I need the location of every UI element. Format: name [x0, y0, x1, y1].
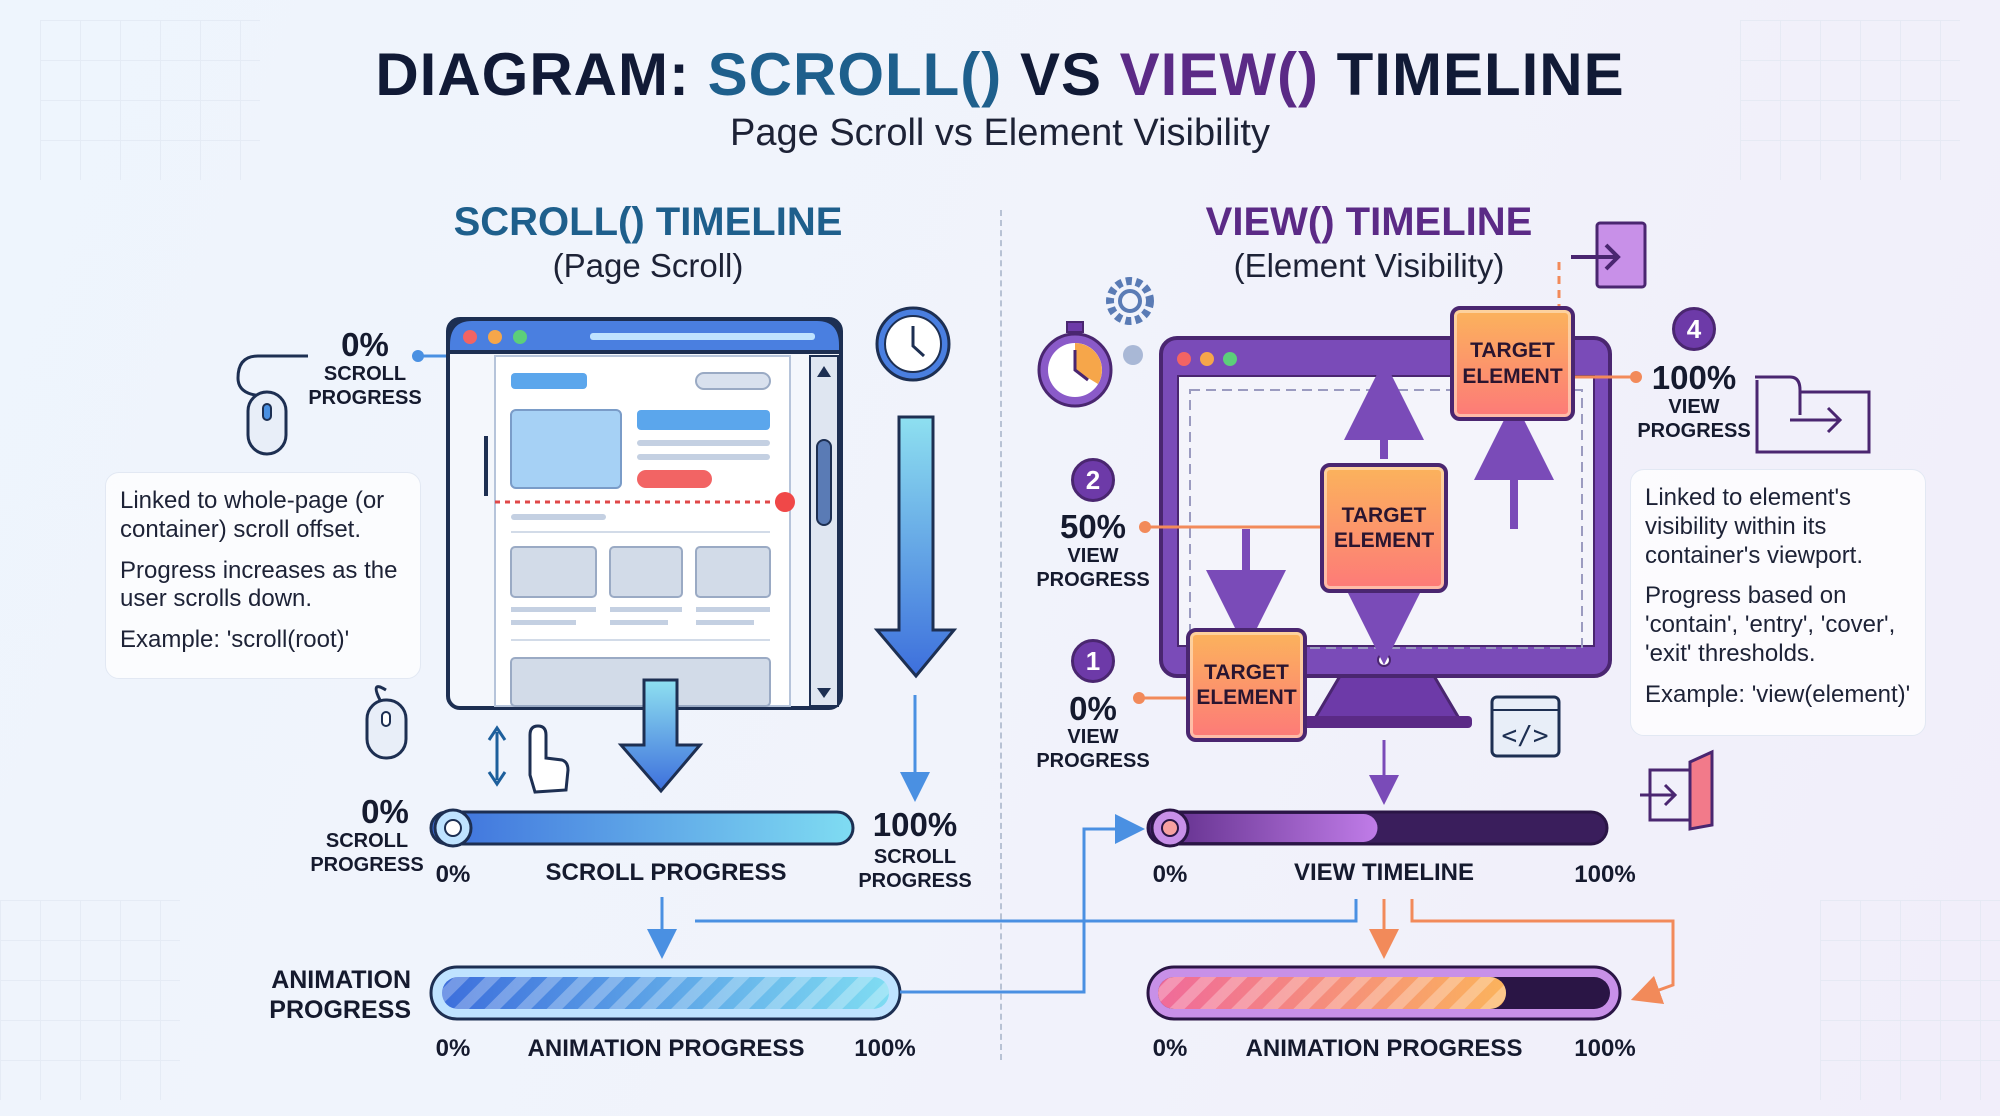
enter-icon: [1571, 221, 1647, 289]
view-info-box: Linked to element's visibility within it…: [1630, 469, 1926, 736]
anim-scroll-end: 100%: [854, 1035, 916, 1062]
mouse-icon: [236, 354, 308, 456]
label-line: PROGRESS: [858, 870, 972, 892]
info-line: Linked to element's visibility within it…: [1645, 484, 1864, 569]
step-badge-4: 4: [1672, 307, 1716, 351]
scroll-info-box: Linked to whole-page (or container) scro…: [105, 472, 421, 679]
top-scroll-value: 0%: [341, 326, 389, 363]
anim-view-end: 100%: [1574, 1035, 1636, 1062]
title-suffix: TIMELINE: [1318, 41, 1625, 108]
label-line: ELEMENT: [1333, 529, 1435, 552]
label-line: SCROLL: [323, 363, 407, 385]
view-axis-label: VIEW TIMELINE: [1294, 859, 1474, 886]
label-line: PROGRESS: [310, 854, 424, 876]
scroll-axis-label: SCROLL PROGRESS: [545, 859, 787, 886]
gear-icon: [1106, 277, 1154, 365]
step-badge-1: 1: [1071, 639, 1115, 683]
view-axis-end: 100%: [1574, 861, 1636, 888]
scroll-progress-bar: [429, 810, 855, 846]
label-line: TARGET: [1470, 339, 1555, 363]
decor-grid: [1740, 20, 1960, 180]
scroll-subheading: (Page Scroll): [552, 247, 744, 284]
bar-end-value: 100%: [872, 806, 958, 843]
step-badge-2: 2: [1071, 458, 1115, 502]
title-vs: VS: [1002, 41, 1120, 108]
step-2-value: 50%: [1059, 508, 1127, 545]
decor-grid: [0, 900, 180, 1100]
scroll-axis-start: 0%: [435, 861, 471, 888]
exit-icon: [1755, 375, 1871, 454]
code-icon: </>: [1490, 695, 1561, 758]
label-line: PROGRESS: [1637, 420, 1751, 442]
decor-grid: [1820, 900, 2000, 1100]
label-line: ANIMATION: [271, 966, 411, 994]
view-heading: VIEW() TIMELINE: [1205, 200, 1533, 244]
browser-window-illustration: [446, 317, 843, 710]
page-subtitle: Page Scroll vs Element Visibility: [730, 112, 1270, 154]
label-line: VIEW: [1668, 396, 1720, 418]
label-line: VIEW: [1067, 726, 1119, 748]
anim-scroll-label: ANIMATION PROGRESS: [527, 1035, 805, 1062]
label-line: SCROLL: [873, 846, 957, 868]
title-scroll: SCROLL(): [707, 41, 1003, 108]
anim-scroll-start: 0%: [435, 1035, 471, 1062]
mouse-icon: [365, 685, 408, 760]
connector-line: [900, 814, 1145, 994]
enter-door-icon: [1640, 749, 1714, 831]
label-line: ELEMENT: [1462, 364, 1563, 388]
decor-grid: [40, 20, 260, 180]
label-line: PROGRESS: [1036, 750, 1150, 772]
info-line: Example: 'scroll(root)': [120, 626, 350, 654]
bar-start-value: 0%: [361, 793, 409, 830]
clock-icon: [875, 306, 951, 382]
step-1-value: 0%: [1069, 690, 1117, 727]
stopwatch-icon: [1037, 321, 1113, 408]
title-prefix: DIAGRAM:: [375, 41, 708, 108]
anim-view-start: 0%: [1152, 1035, 1188, 1062]
label-line: PROGRESS: [269, 996, 411, 1024]
view-timeline-fill: [1150, 814, 1378, 842]
info-line: Example: 'view(element)': [1645, 680, 1911, 708]
label-line: PROGRESS: [1036, 569, 1150, 591]
anim-view-label: ANIMATION PROGRESS: [1245, 1035, 1523, 1062]
info-line: Progress increases as the user scrolls d…: [120, 556, 398, 613]
label-line: TARGET: [1204, 660, 1289, 684]
label-line: PROGRESS: [308, 387, 422, 409]
label-line: TARGET: [1341, 503, 1427, 527]
info-line: Progress based on 'contain', 'entry', 'c…: [1645, 582, 1896, 667]
divider: [1000, 210, 1002, 1060]
view-axis-start: 0%: [1152, 861, 1188, 888]
view-subheading: (Element Visibility): [1233, 247, 1505, 284]
down-arrow: [617, 678, 704, 794]
scroll-hand-icon: [487, 724, 570, 794]
connector-line: [695, 899, 1358, 923]
title-view: VIEW(): [1119, 41, 1319, 108]
step-4-value: 100%: [1651, 359, 1737, 396]
page-title: DIAGRAM: SCROLL() VS VIEW() TIMELINE: [375, 40, 1624, 109]
svg-text:</>: </>: [1502, 721, 1549, 751]
label-line: ELEMENT: [1196, 686, 1297, 709]
label-line: SCROLL: [325, 830, 409, 852]
info-line: Linked to whole-page (or container) scro…: [120, 487, 385, 543]
big-down-arrow: [873, 415, 958, 679]
label-line: VIEW: [1067, 545, 1119, 567]
marker-dot: [412, 350, 424, 362]
scroll-heading: SCROLL() TIMELINE: [453, 200, 843, 244]
